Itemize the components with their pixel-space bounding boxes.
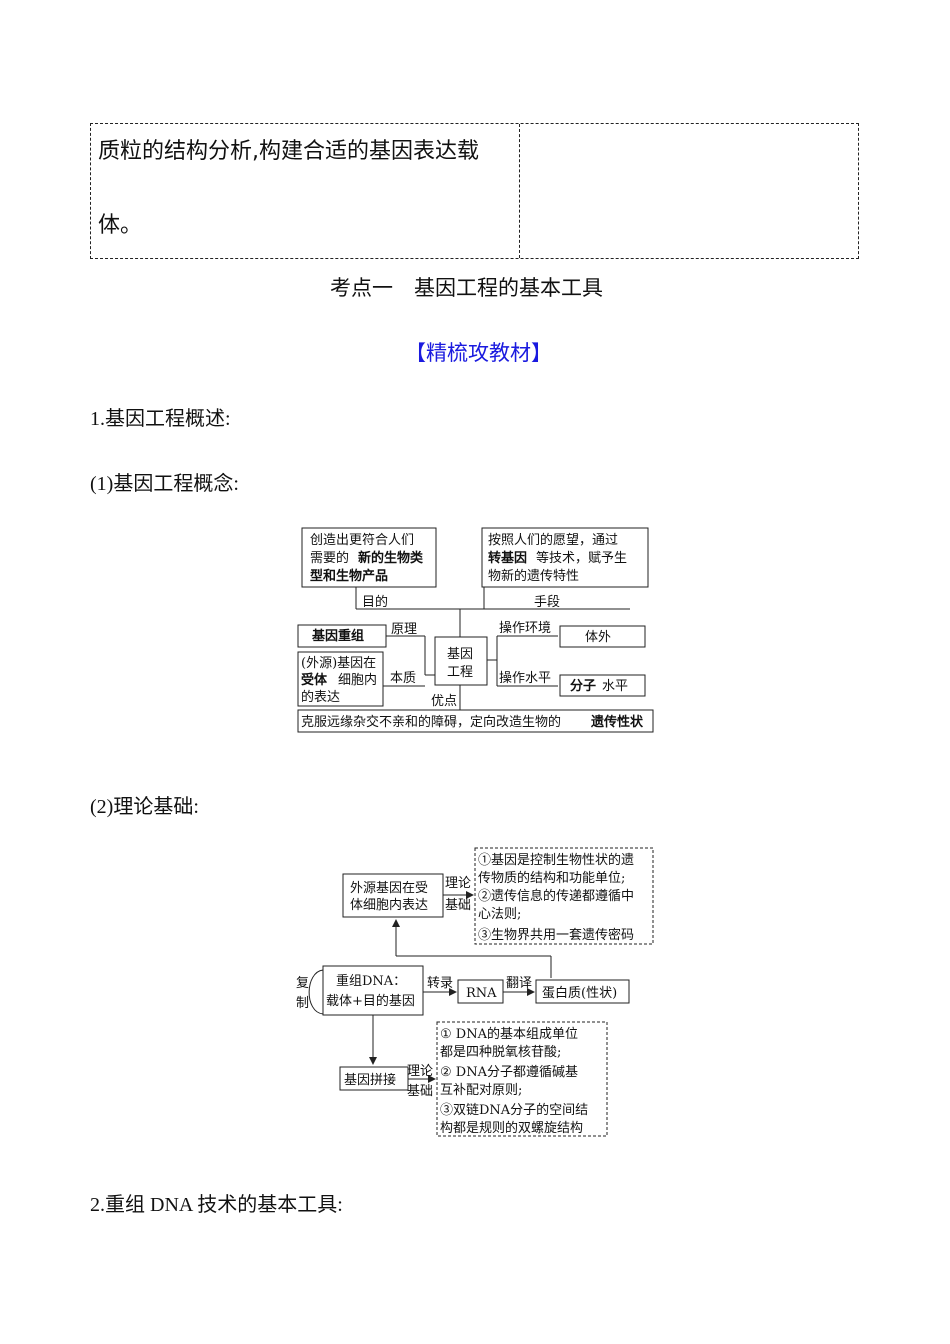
means-line2b: 等技术，赋予生 — [536, 550, 627, 566]
purpose-line1: 创造出更符合人们 — [310, 532, 414, 548]
table-cell-line-2: 体。 — [98, 213, 143, 238]
theory-basis-diagram: 外源基因在受 体细胞内表达 理论 基础 ①基因是控制生物性状的遗 传物质的结构和… — [296, 847, 654, 1137]
protein-text: 蛋白质(性状) — [542, 985, 617, 1001]
advantage-text-b: 遗传性状 — [590, 714, 644, 730]
section-title: 考点一 基因工程的基本工具 — [330, 276, 603, 300]
top-dashed-line4: 心法则; — [478, 907, 521, 922]
top-box-line2: 体细胞内表达 — [350, 897, 428, 913]
heading-1: 1.基因工程概述: — [90, 408, 231, 430]
section-subtitle: 【精梳攻教材】 — [405, 341, 552, 365]
bottom-dashed-line1: ① DNA的基本组成单位 — [440, 1026, 578, 1042]
theory-label-top-1: 理论 — [445, 876, 471, 891]
purpose-line3: 型和生物产品 — [310, 568, 388, 584]
essence-line2b: 细胞内 — [338, 672, 377, 688]
rna-text: RNA — [466, 986, 497, 1001]
recomb-line2: 载体+目的基因 — [326, 993, 415, 1009]
table-divider — [519, 124, 520, 258]
env-label: 操作环境 — [499, 620, 551, 636]
level-label: 操作水平 — [499, 670, 551, 686]
means-label: 手段 — [534, 595, 560, 610]
theory-label-top-2: 基础 — [445, 898, 471, 913]
heading-1-2: (2)理论基础: — [90, 796, 199, 818]
bottom-dashed-line4: 互补配对原则; — [440, 1083, 522, 1098]
level-box-text-a: 分子 — [570, 678, 596, 694]
bottom-dashed-line3: ② DNA分子都遵循碱基 — [440, 1064, 578, 1080]
protein-box — [535, 979, 630, 1004]
bottom-dashed-line5: ③双链DNA分子的空间结 — [440, 1102, 588, 1118]
level-box — [559, 674, 646, 697]
top-box-line1: 外源基因在受 — [350, 881, 428, 896]
purpose-line2a: 需要的 — [310, 550, 349, 566]
env-box — [559, 625, 646, 648]
means-line3: 物新的遗传特性 — [488, 568, 579, 584]
copy-label-1: 复 — [296, 976, 309, 991]
theory-label-bottom-1: 理论 — [407, 1064, 433, 1079]
principle-label: 原理 — [391, 622, 417, 637]
level-box-text-b: 水平 — [602, 679, 628, 694]
means-box — [481, 527, 649, 588]
means-line1: 按照人们的愿望，通过 — [488, 532, 618, 548]
heading-2: 2.重组 DNA 技术的基本工具: — [90, 1194, 343, 1216]
bottom-dashed-line2: 都是四种脱氧核苷酸; — [440, 1045, 561, 1060]
theory-label-bottom-2: 基础 — [407, 1084, 433, 1099]
essence-box — [297, 651, 384, 707]
table-cell-line-1: 质粒的结构分析,构建合适的基因表达载 — [98, 139, 479, 164]
center-line1: 基因 — [447, 647, 473, 662]
top-dashed-line3: ②遗传信息的传递都遵循中 — [478, 888, 634, 904]
env-box-text: 体外 — [585, 630, 611, 645]
dashed-table — [90, 123, 859, 259]
means-line2a: 转基因 — [488, 550, 527, 566]
top-dashed-line2: 传物质的结构和功能单位; — [478, 870, 625, 886]
gene-engineering-concept-diagram: 创造出更符合人们 需要的 新的生物类 型和生物产品 按照人们的愿望，通过 转基因… — [297, 527, 654, 733]
purpose-line2b: 新的生物类 — [358, 550, 424, 566]
center-box — [434, 636, 488, 686]
top-dashed-line1: ①基因是控制生物性状的遗 — [478, 852, 634, 868]
recomb-line1: 重组DNA： — [336, 973, 406, 989]
essence-label: 本质 — [390, 671, 416, 686]
purpose-label: 目的 — [362, 594, 388, 610]
heading-1-1: (1)基因工程概念: — [90, 473, 239, 495]
essence-line1: (外源)基因在 — [301, 656, 376, 671]
top-dashed-box — [474, 847, 654, 945]
top-dashed-line5: ③生物界共用一套遗传密码 — [478, 927, 634, 943]
bottom-dashed-line6: 构都是规则的双螺旋结构 — [440, 1120, 583, 1136]
center-line2: 工程 — [447, 665, 473, 680]
splice-box-text: 基因拼接 — [344, 1072, 396, 1088]
advantage-box — [297, 709, 654, 733]
advantage-text-a: 克服远缘杂交不亲和的障碍，定向改造生物的 — [301, 714, 561, 730]
translate-label: 翻译 — [506, 976, 532, 991]
essence-line2a: 受体 — [301, 672, 328, 688]
purpose-box — [301, 527, 437, 588]
advantage-label: 优点 — [431, 694, 457, 709]
bottom-dashed-box — [436, 1021, 608, 1137]
essence-line3: 的表达 — [301, 689, 340, 705]
copy-label-2: 制 — [296, 996, 309, 1011]
principle-box-text: 基因重组 — [311, 628, 364, 644]
transcribe-label: 转录 — [427, 976, 453, 991]
